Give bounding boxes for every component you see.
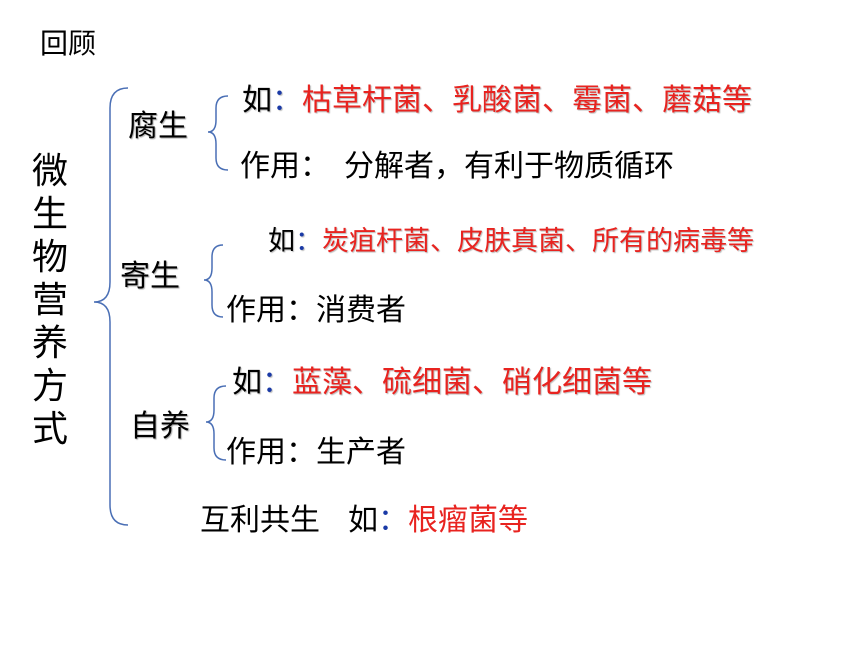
example-prefix: 如 bbox=[232, 365, 262, 400]
mutualism-row: 互利共生如：根瘤菌等 bbox=[200, 506, 528, 536]
brace-fusheng bbox=[207, 95, 229, 171]
root-label-char: 微 bbox=[31, 151, 68, 192]
role-colon: ： bbox=[286, 293, 316, 328]
category-label-fusheng: 腐生 bbox=[128, 109, 188, 144]
example-prefix: 如 bbox=[348, 503, 378, 538]
example-colon: ： bbox=[378, 503, 408, 538]
example-colon: ： bbox=[262, 365, 292, 400]
root-label-char: 养 bbox=[31, 323, 68, 364]
role-prefix: 作用 bbox=[226, 435, 286, 470]
mutualism-label: 互利共生 bbox=[200, 503, 320, 538]
role-colon: ： bbox=[286, 435, 316, 470]
root-label-char: 物 bbox=[31, 237, 68, 278]
role-text: 生产者 bbox=[316, 435, 406, 470]
root-label-char: 营 bbox=[31, 280, 68, 321]
example-prefix: 如 bbox=[242, 83, 272, 118]
root-label-char: 式 bbox=[31, 409, 68, 450]
page-title: 回顾 bbox=[40, 27, 97, 60]
example-row-jisheng: 如：炭疽杆菌、皮肤真菌、所有的病毒等 bbox=[268, 228, 754, 255]
brace-ziyang bbox=[205, 385, 227, 461]
example-text: 炭疽杆菌、皮肤真菌、所有的病毒等 bbox=[322, 226, 754, 257]
example-colon: ： bbox=[272, 83, 302, 118]
category-label-ziyang: 自养 bbox=[130, 409, 190, 444]
role-text: 消费者 bbox=[316, 293, 406, 328]
example-text: 枯草杆菌、乳酸菌、霉菌、蘑菇等 bbox=[302, 83, 752, 118]
root-label-char: 方 bbox=[31, 366, 68, 407]
role-row-ziyang: 作用：生产者 bbox=[226, 438, 406, 468]
example-text: 根瘤菌等 bbox=[408, 503, 528, 538]
example-prefix: 如 bbox=[268, 226, 295, 257]
role-row-fusheng: 作用： 分解者，有利于物质循环 bbox=[240, 152, 674, 182]
root-label: 微 生 物 营 养 方 式 bbox=[30, 150, 70, 451]
role-prefix: 作用 bbox=[226, 293, 286, 328]
example-text: 蓝藻、硫细菌、硝化细菌等 bbox=[292, 365, 652, 400]
role-colon: ： bbox=[300, 149, 330, 184]
example-row-ziyang: 如：蓝藻、硫细菌、硝化细菌等 bbox=[232, 368, 652, 398]
example-colon: ： bbox=[295, 226, 322, 257]
brace-jisheng bbox=[203, 244, 224, 318]
role-row-jisheng: 作用：消费者 bbox=[226, 296, 406, 326]
category-label-jisheng: 寄生 bbox=[120, 259, 180, 294]
root-label-char: 生 bbox=[31, 194, 68, 235]
role-text: 分解者，有利于物质循环 bbox=[344, 149, 674, 184]
example-row-fusheng: 如：枯草杆菌、乳酸菌、霉菌、蘑菇等 bbox=[242, 86, 752, 116]
role-prefix: 作用 bbox=[240, 149, 300, 184]
main-brace bbox=[93, 87, 129, 526]
